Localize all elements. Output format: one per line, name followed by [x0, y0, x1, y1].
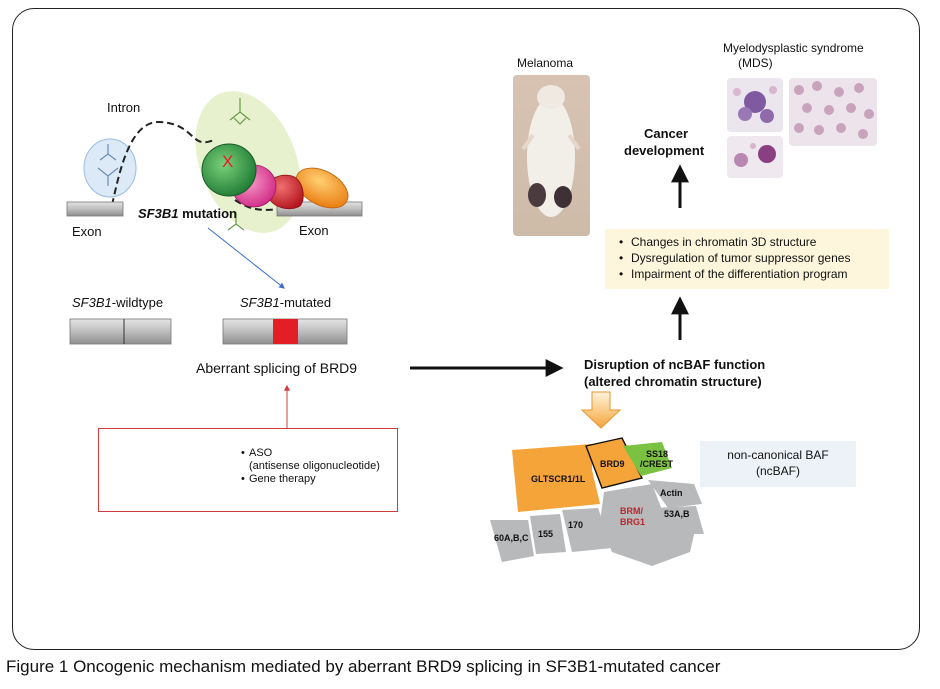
wildtype-bar [69, 318, 172, 345]
figure-caption: Figure 1 Oncogenic mechanism mediated by… [6, 657, 721, 676]
mds-cells-photo-3 [727, 136, 783, 178]
effect-item: Dysregulation of tumor suppressor genes [615, 250, 889, 266]
therapy-item: Gene therapy [237, 473, 380, 486]
disruption-line2: (altered chromatin structure) [584, 374, 762, 389]
label-170: 170 [568, 520, 584, 530]
label-ss18-line1: SS18 [646, 449, 669, 459]
subunit-60 [490, 520, 534, 562]
sf3b1-mutation-label: SF3B1 mutation [138, 206, 237, 221]
mds-label-line2: (MDS) [738, 56, 773, 70]
sf3b1-protein [201, 143, 257, 197]
ncbaf-legend-line2: (ncBAF) [755, 464, 800, 478]
mutation-x-mark: X [222, 152, 234, 171]
therapy-item: ASO [237, 447, 380, 460]
label-53: 53A,B [664, 509, 690, 519]
transcript-bars [69, 318, 348, 345]
exon-left-bar [66, 201, 124, 217]
big-down-arrow [580, 391, 622, 429]
orange-protein [295, 167, 349, 209]
figure-frame [12, 8, 920, 650]
exon-right-label: Exon [299, 223, 329, 238]
subunit-actin [648, 480, 702, 508]
therapy-item-detail: (antisense oligonucleotide) [249, 460, 380, 472]
aberrant-splicing-label: Aberrant splicing of BRD9 [196, 360, 358, 376]
ncbaf-legend-line1: non-canonical BAF [727, 448, 829, 462]
ncbaf-legend: non-canonical BAF (ncBAF) [700, 441, 856, 487]
mds-cells-drawing-2 [794, 81, 874, 139]
mouse-drawing [521, 85, 581, 217]
effect-item: Impairment of the differentiation progra… [615, 266, 889, 282]
label-brm-line2: BRG1 [620, 517, 646, 527]
wildtype-suffix: -wildtype [111, 295, 164, 310]
label-actin: Actin [660, 488, 683, 498]
label-60: 60A,B,C [494, 533, 529, 543]
mds-label-line1: Myelodysplastic syndrome [723, 41, 864, 55]
intron-label: Intron [107, 100, 141, 115]
subunit-53 [652, 506, 704, 534]
mutated-insert [273, 319, 298, 344]
melanoma-mouse-photo [513, 75, 590, 236]
sf3b1-mutation-word: mutation [178, 206, 237, 221]
effects-box: Changes in chromatin 3D structure Dysreg… [605, 229, 889, 289]
mds-cells-drawing-1 [733, 86, 777, 123]
mutated-label: SF3B1-mutated [240, 295, 331, 310]
cancer-development-line1: Cancer [644, 126, 689, 141]
u-snrnp-blue [83, 138, 137, 198]
cancer-development-line2: development [624, 143, 705, 158]
label-155: 155 [538, 529, 554, 539]
mutated-suffix: -mutated [279, 295, 332, 310]
subunit-ss18 [623, 442, 672, 476]
label-gltscr: GLTSCR1/1L [531, 474, 586, 484]
label-ss18-line2: /CREST [640, 459, 674, 469]
subunit-brm [600, 484, 696, 566]
wildtype-label: SF3B1-wildtype [72, 295, 163, 310]
subunit-170 [562, 508, 612, 552]
mds-cells-drawing-3 [734, 143, 776, 167]
disruption-line1: Disruption of ncBAF function [584, 357, 766, 372]
sf3b1-mutation-gene: SF3B1 [138, 206, 179, 221]
snrna-icon-right [227, 98, 251, 231]
label-brd9: BRD9 [600, 459, 625, 469]
snrna-icon-left [97, 144, 119, 186]
exon-left-label: Exon [72, 224, 102, 239]
ncbaf-complex [490, 437, 704, 566]
mds-cells-photo-2 [789, 78, 877, 146]
effect-item: Changes in chromatin 3D structure [615, 234, 889, 250]
mutation-arrow [207, 227, 285, 289]
subunit-gltscr [512, 444, 600, 512]
melanoma-label: Melanoma [517, 56, 574, 70]
mds-cells-photo-1 [727, 78, 783, 132]
subunit-155 [530, 514, 566, 554]
mutated-gene: SF3B1 [240, 295, 280, 310]
therapy-box: ASO (antisense oligonucleotide) Gene the… [98, 428, 398, 512]
wildtype-gene: SF3B1 [72, 295, 112, 310]
label-brm-line1: BRM/ [620, 506, 643, 516]
spliceosome-illustration [66, 91, 363, 289]
intron-line [111, 120, 215, 206]
